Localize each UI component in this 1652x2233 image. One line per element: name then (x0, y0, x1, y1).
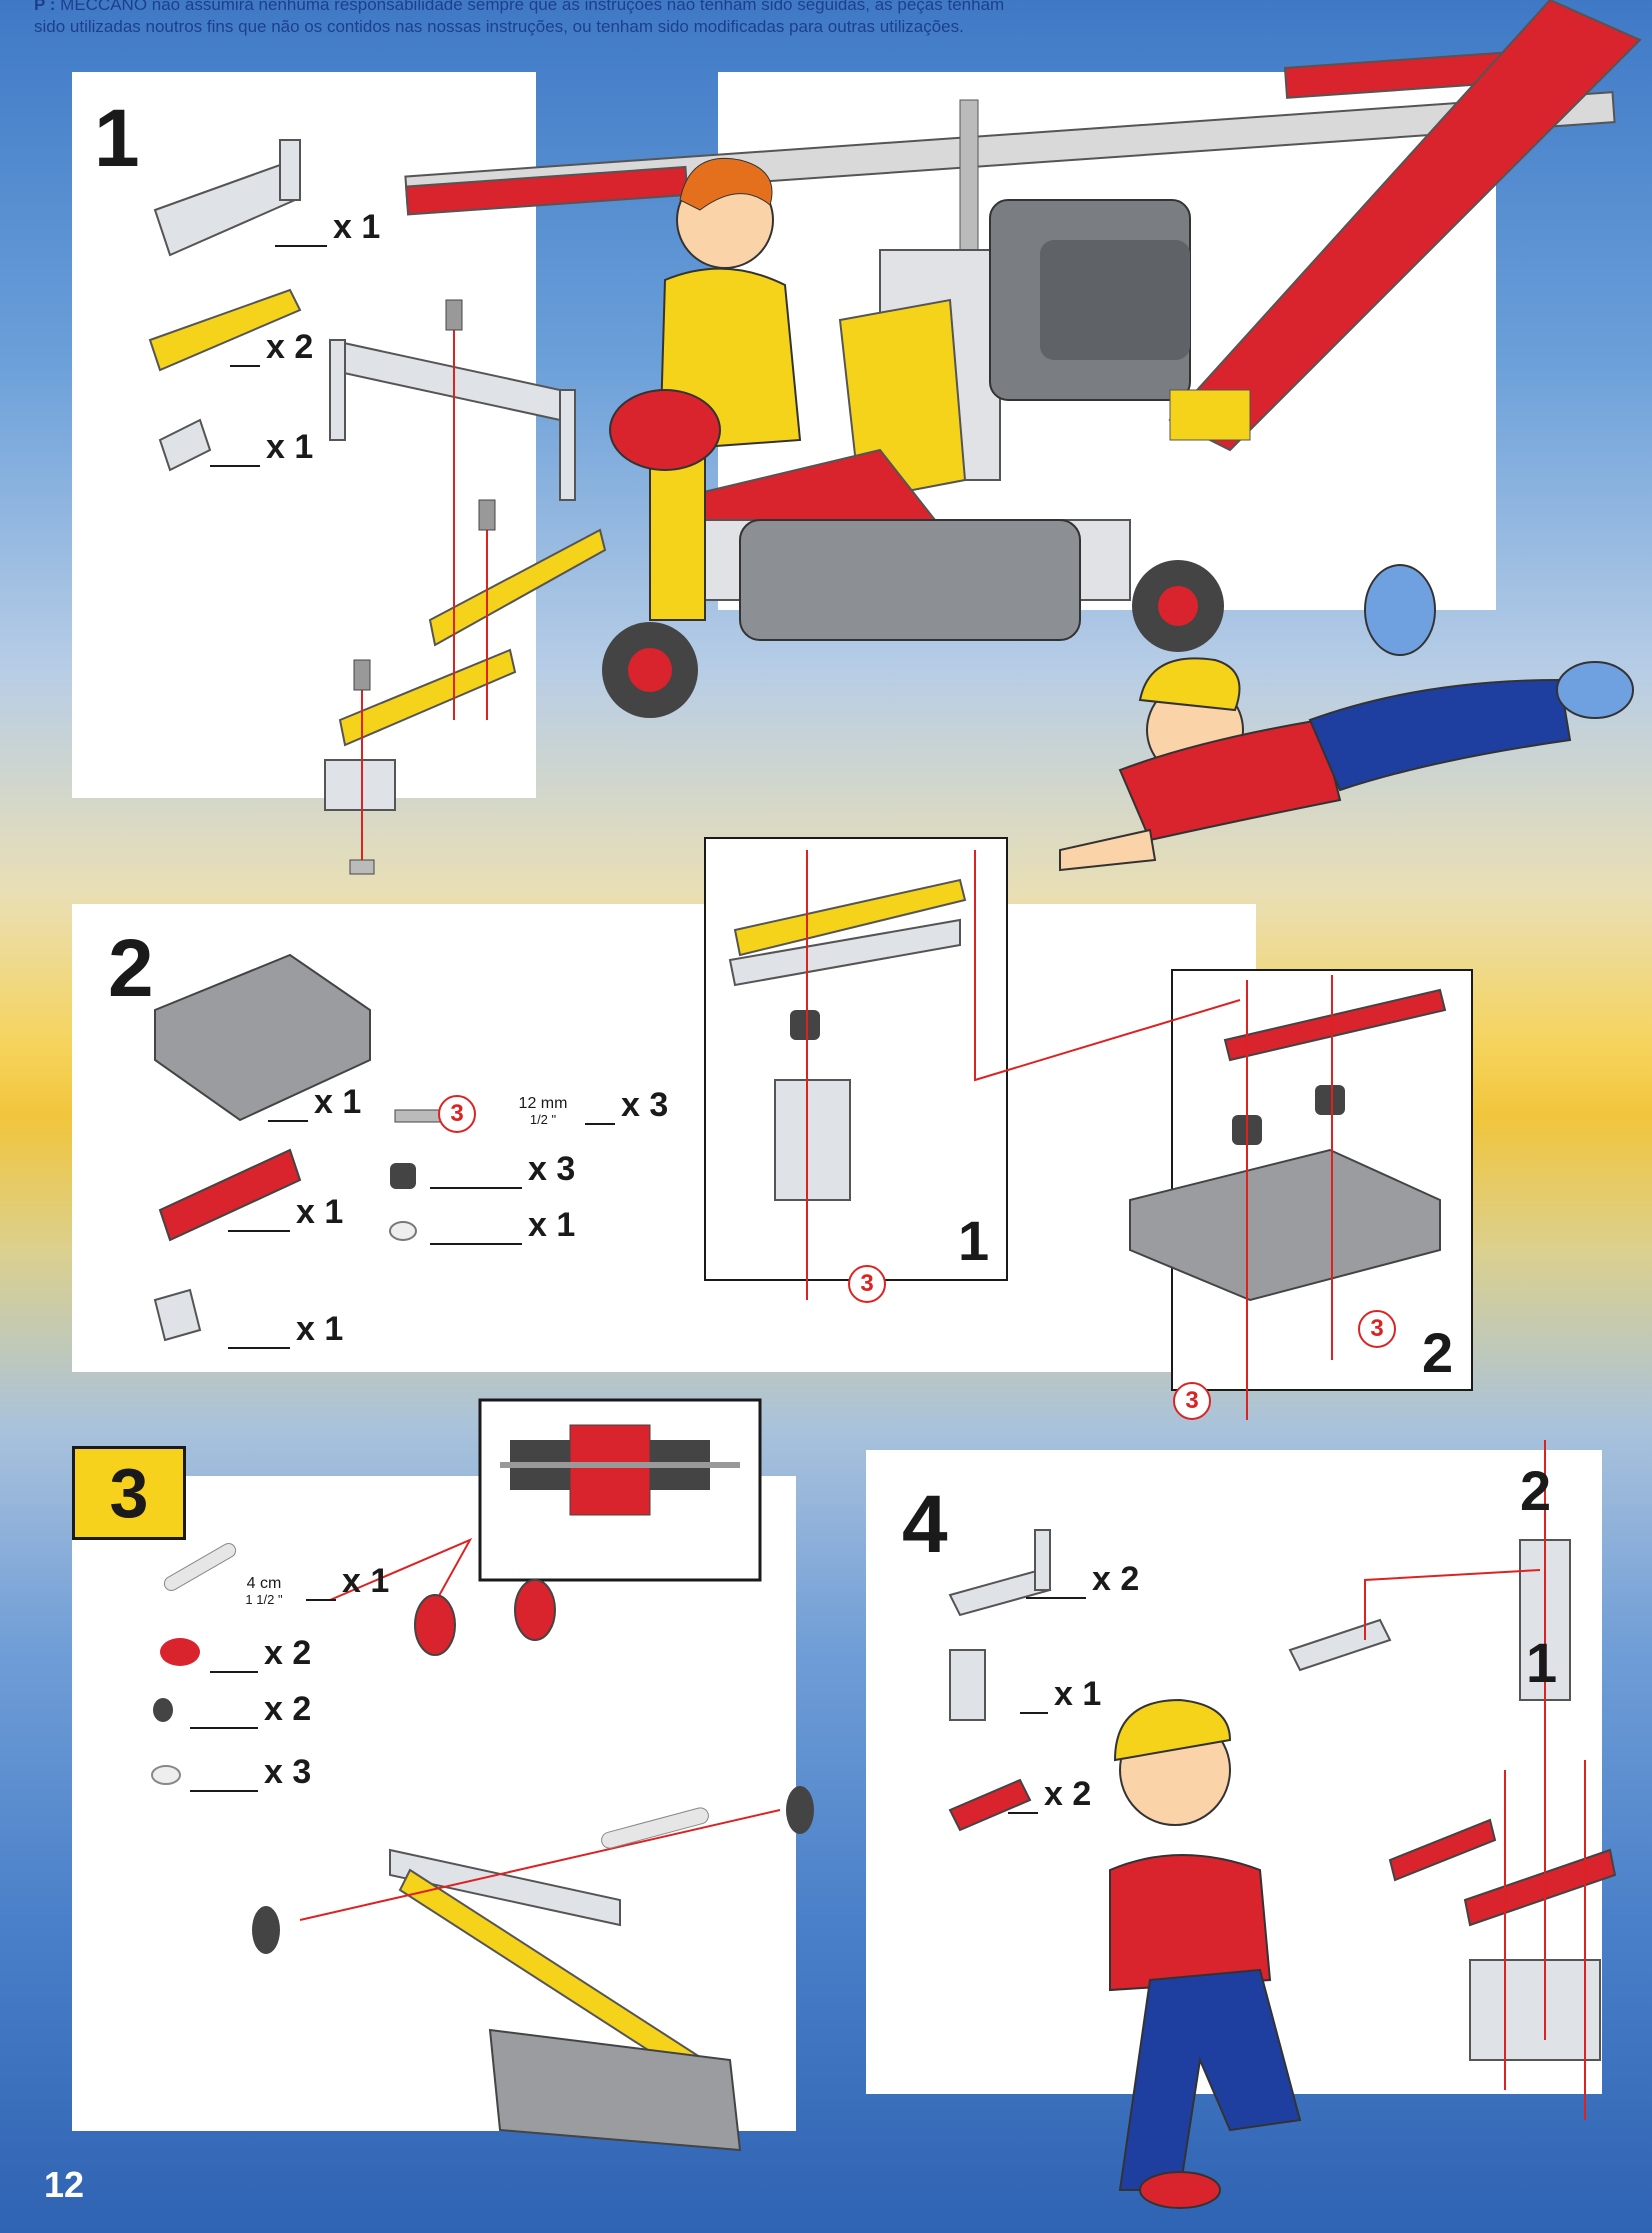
step2-qty-red-strip: x 1 (228, 1193, 343, 1232)
step3-qty-washer: x 3 (190, 1753, 311, 1792)
disclaimer-line2: sido utilizadas noutros fins que não os … (34, 17, 964, 36)
flying-boy-illustration (1059, 564, 1634, 872)
pilot-figure-illustration (609, 157, 802, 621)
step2-sub1-screw-ref: 3 (848, 1265, 886, 1303)
kneeling-boy-illustration (1109, 1698, 1302, 2209)
step2-sub2-label: 2 (1422, 1321, 1454, 1384)
step2-qty-gray-chassis: x 1 (268, 1083, 361, 1122)
step4-qty-bracket: x 1 (1020, 1675, 1101, 1714)
step3-qty-rubber-tyre: x 2 (190, 1690, 311, 1729)
step4-sub1-label: 1 (1526, 1631, 1558, 1694)
page-number: 12 (44, 2164, 85, 2205)
disclaimer: P : MECCANO não assumirá nenhuma respons… (34, 0, 1594, 38)
step1-number: 1 (94, 93, 140, 184)
helicopter-model-illustration (404, 0, 1642, 718)
step2-parts (153, 953, 441, 1342)
step4-number: 4 (902, 1479, 948, 1570)
step1-qty-angle-bracket: x 1 (275, 208, 380, 247)
step3-number: 3 (72, 1446, 186, 1540)
step4-parts (948, 1440, 1617, 2120)
disclaimer-prefix: P : (34, 0, 56, 14)
step1-qty-small-bracket: x 1 (210, 428, 313, 467)
step3-qty-rod: x 1 (306, 1562, 389, 1601)
step2-screw-ref: 3 (438, 1095, 476, 1133)
step2-qty-small-bracket: x 1 (228, 1310, 343, 1349)
step1-parts (148, 139, 607, 875)
step2-number: 2 (108, 923, 154, 1014)
step4-sub2-label: 2 (1520, 1459, 1552, 1522)
step1-qty-yellow-strip: x 2 (230, 328, 313, 367)
step4-qty-angle-bracket: x 2 (1026, 1560, 1139, 1599)
step2-subassemblies (704, 837, 1473, 1420)
step2-qty-spacer: x 3 (430, 1150, 575, 1189)
step3-parts (151, 1398, 814, 2152)
step2-sub2-screw-ref-a: 3 (1358, 1310, 1396, 1348)
step2-sub2-screw-ref-b: 3 (1173, 1382, 1211, 1420)
step2-sub1-label: 1 (958, 1209, 990, 1272)
step4-qty-red-strip: x 2 (1008, 1775, 1091, 1814)
step2-qty-screw: x 3 (585, 1086, 668, 1125)
step3-qty-red-pulley: x 2 (210, 1634, 311, 1673)
step3-panel (72, 1476, 796, 2131)
disclaimer-line1: MECCANO não assumirá nenhuma responsabil… (60, 0, 1005, 14)
step2-qty-washer: x 1 (430, 1206, 575, 1245)
